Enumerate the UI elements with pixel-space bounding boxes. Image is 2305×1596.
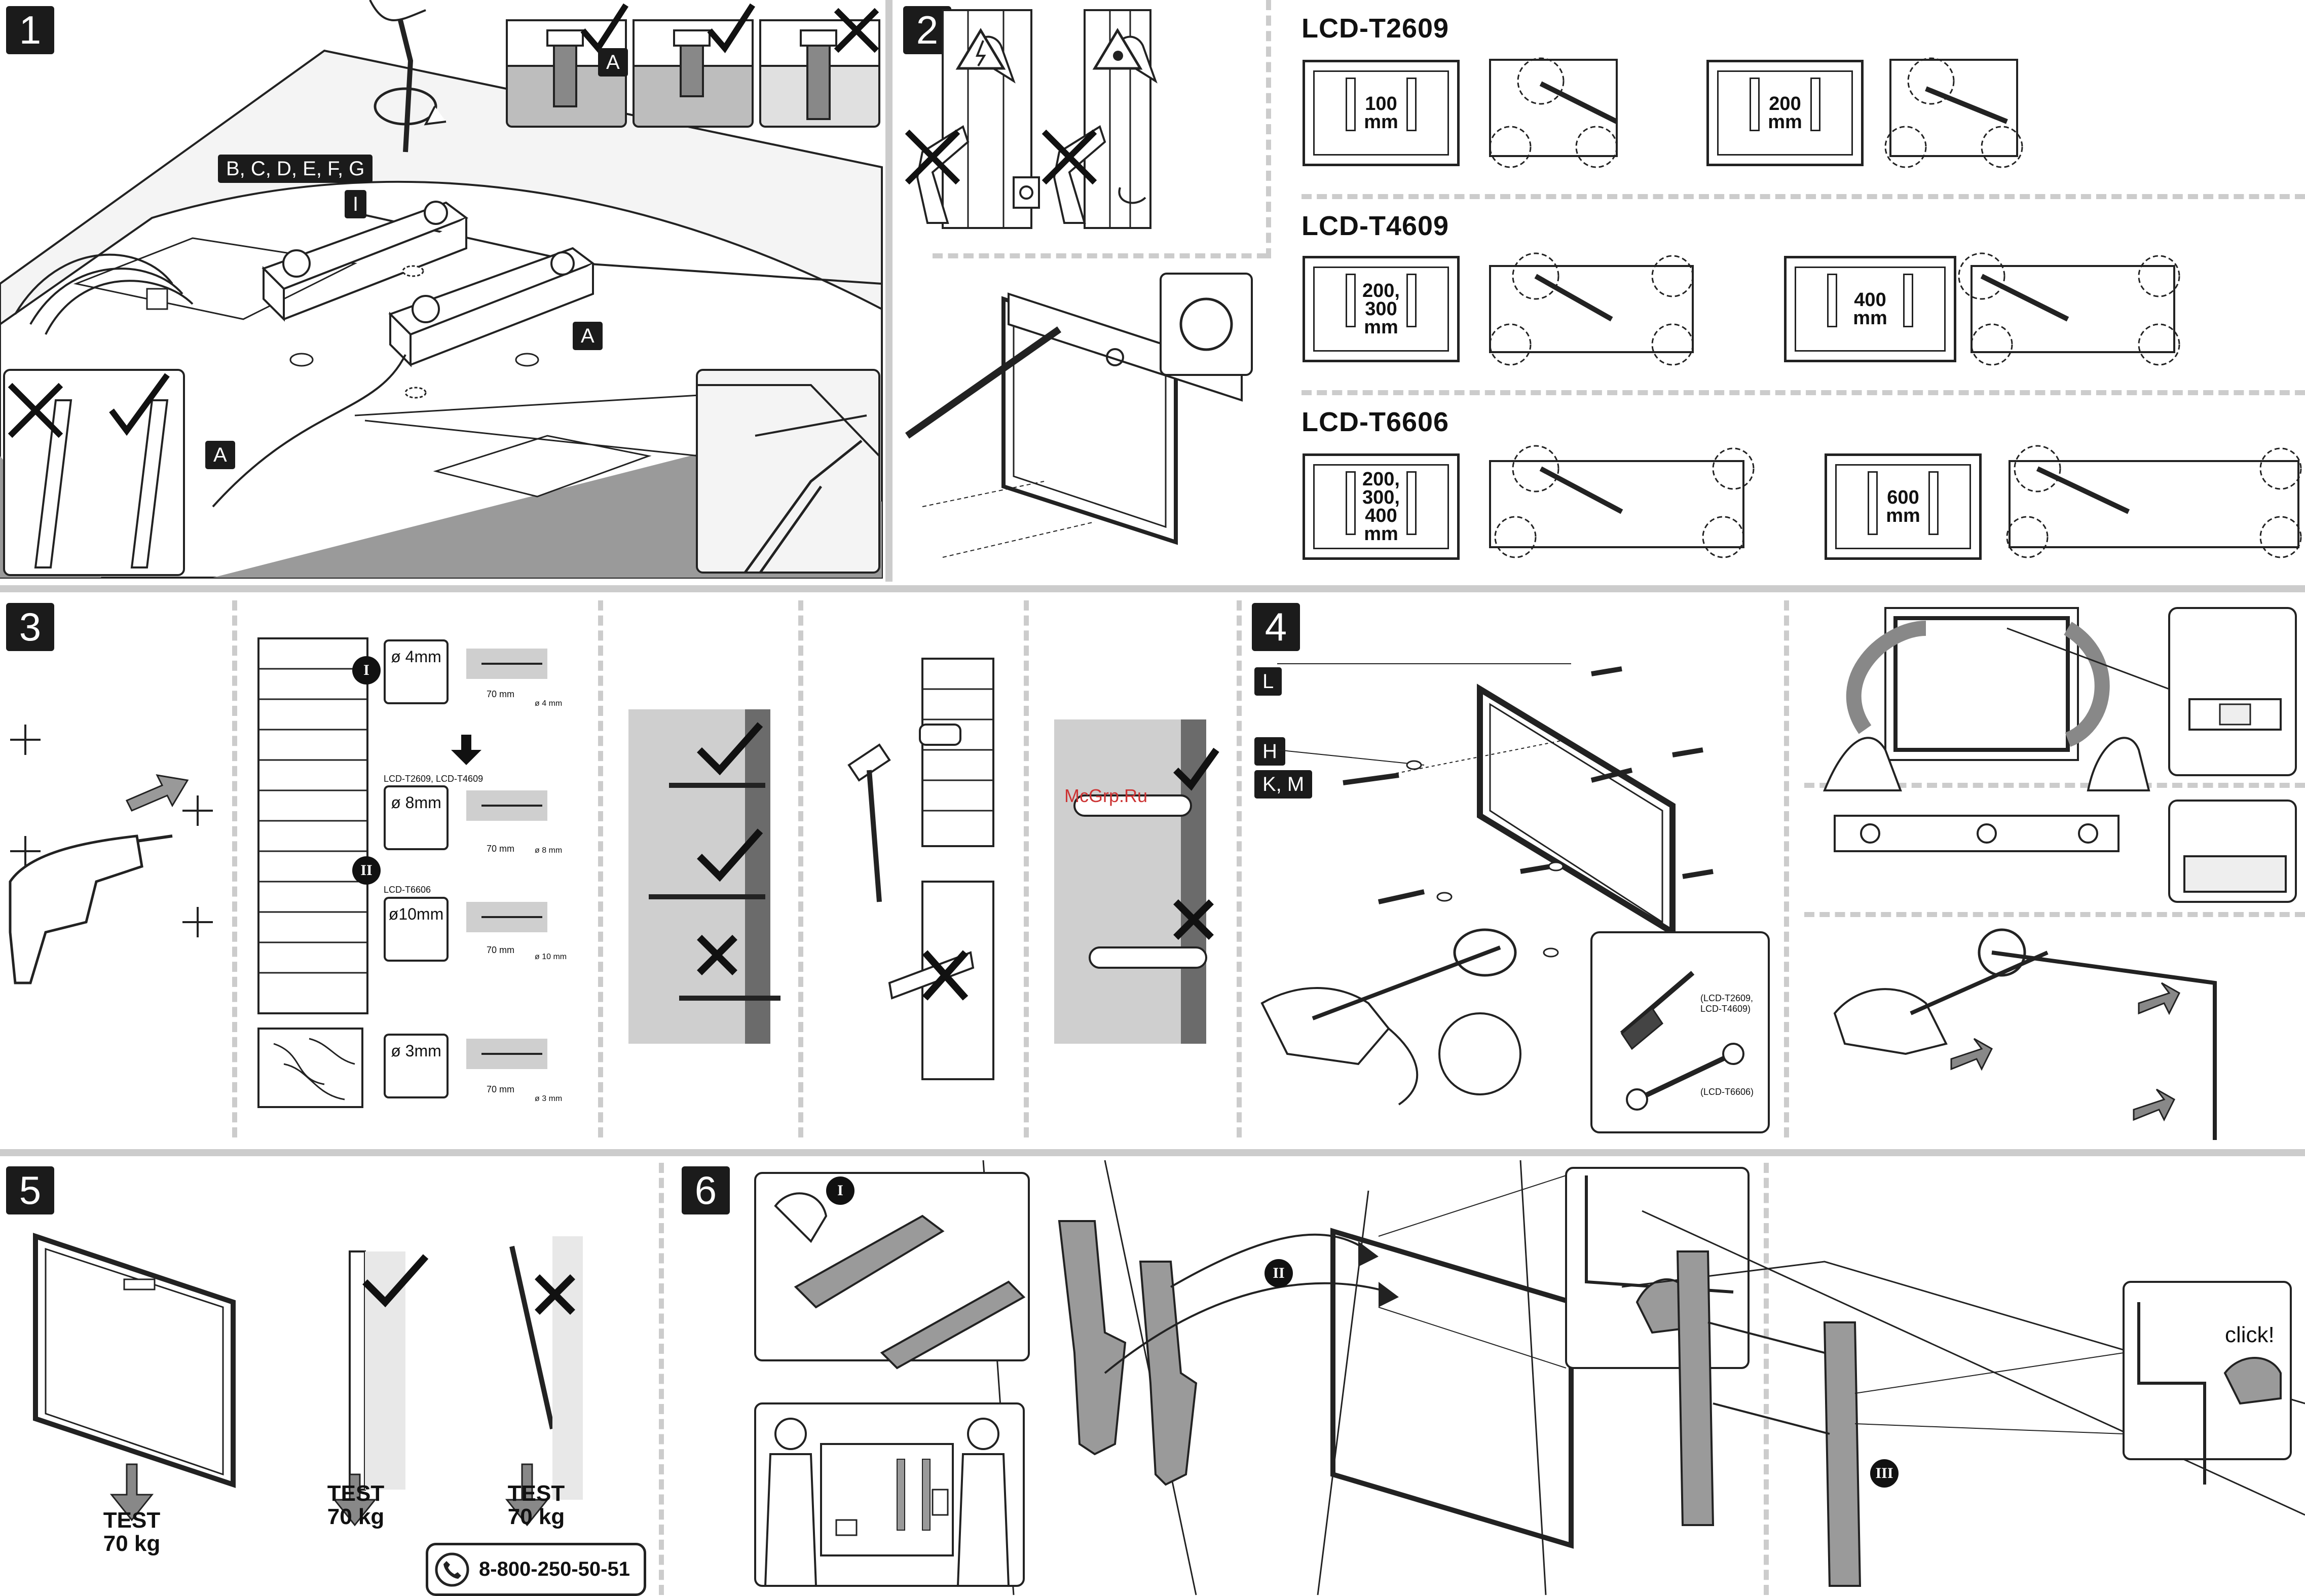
- divider-3-4: [1237, 600, 1242, 1137]
- step6-roman-i: I: [826, 1176, 854, 1205]
- support-phone-number: 8-800-250-50-51: [479, 1558, 630, 1580]
- drill-bit-3mm: ø 3mm: [384, 1034, 449, 1098]
- dia-10: ø 10 mm: [535, 953, 567, 961]
- step-3-badge: 3: [6, 603, 54, 651]
- tag-a-left: A: [205, 441, 235, 469]
- vesa-t6606-a-label: 200, 300, 400 mm: [1362, 469, 1400, 545]
- watermark: McGrp.Ru: [1064, 785, 1148, 806]
- drill-bit-3mm-label: ø 3mm: [391, 1042, 441, 1060]
- dia-8: ø 8 mm: [535, 846, 563, 855]
- divider-3-a: [232, 600, 237, 1137]
- divider-3-b: [598, 600, 603, 1137]
- divider-models-2: [1302, 390, 2305, 395]
- step3-anchor-install: [847, 658, 994, 1080]
- depth-70-b: 70 mm: [487, 844, 515, 854]
- divider-2-inner: [933, 253, 1267, 258]
- vesa-t4609-b: 400 mm: [1784, 256, 1956, 362]
- step3-anchor-in-wall: [1054, 719, 1219, 1044]
- step-6-badge: 6: [682, 1166, 730, 1214]
- divider-6-a: [1764, 1163, 1769, 1595]
- step3-wall-types: [257, 637, 547, 1108]
- divider-2-models: [1266, 0, 1271, 258]
- vesa-t2609-a: 100 mm: [1303, 60, 1460, 166]
- tag-km: K, M: [1254, 770, 1313, 799]
- model-bracket-diagrams: [1489, 57, 2302, 558]
- drill-bit-10mm-label: ø10mm: [388, 905, 444, 923]
- vesa-t6606-b-label: 600 mm: [1886, 487, 1920, 526]
- vesa-t6606-a: 200, 300, 400 mm: [1303, 453, 1460, 560]
- test-label-3: TEST 70 kg: [507, 1481, 565, 1529]
- vesa-t4609-a-label: 200, 300 mm: [1362, 280, 1400, 338]
- drill-bit-4mm-label: ø 4mm: [391, 648, 441, 666]
- step6-roman-iii: III: [1870, 1459, 1899, 1488]
- drill-bit-4mm: ø 4mm: [384, 639, 449, 704]
- tag-i: I: [345, 190, 367, 218]
- vesa-t2609-b-label: 200 mm: [1768, 93, 1802, 133]
- step-1-badge: 1: [6, 6, 54, 54]
- divider-3-c: [798, 600, 803, 1137]
- tag-bcdefg: B, C, D, E, F, G: [218, 155, 373, 183]
- divider-models-1: [1302, 194, 2305, 199]
- drill-bit-8mm: ø 8mm: [384, 785, 449, 850]
- step5-illustration: [33, 1233, 583, 1527]
- tag-l: L: [1254, 667, 1282, 696]
- divider-4-r2: [1804, 912, 2305, 917]
- drill-bit-10mm: ø10mm: [384, 897, 449, 962]
- tool-models-1: (LCD-T2609, LCD-T4609): [1700, 993, 1754, 1014]
- depth-70-a: 70 mm: [487, 689, 515, 699]
- step4-illustration: [1260, 663, 1770, 1133]
- step2-illustration: [905, 9, 1253, 558]
- tool-models-2: (LCD-T6606): [1700, 1087, 1754, 1097]
- divider-row1-row2: [0, 585, 2305, 592]
- tag-h: H: [1254, 737, 1285, 766]
- click-label: click!: [2225, 1322, 2275, 1347]
- drill-8-models: LCD-T2609, LCD-T4609: [384, 774, 484, 784]
- step6-roman-ii: II: [1265, 1259, 1293, 1287]
- drill-10-models: LCD-T6606: [384, 885, 431, 895]
- step3-roman-i: I: [352, 656, 381, 685]
- drill-bit-8mm-label: ø 8mm: [391, 793, 441, 812]
- divider-5-6: [659, 1163, 664, 1595]
- divider-row2-row3: [0, 1149, 2305, 1156]
- vesa-t2609-a-label: 100 mm: [1364, 93, 1398, 133]
- vesa-t2609-b: 200 mm: [1706, 60, 1864, 166]
- tag-a-right: A: [573, 322, 603, 350]
- model-t2609-title: LCD-T2609: [1302, 13, 1449, 44]
- step3-roman-ii: II: [352, 856, 381, 885]
- step-5-badge: 5: [6, 1166, 54, 1214]
- divider-1-2: [885, 0, 893, 582]
- test-label-2: TEST 70 kg: [327, 1481, 385, 1529]
- vesa-t4609-b-label: 400 mm: [1853, 289, 1887, 329]
- depth-70-c: 70 mm: [487, 945, 515, 955]
- step3-drill-illustration: [9, 725, 213, 984]
- depth-70-d: 70 mm: [487, 1084, 515, 1094]
- test-label-1: TEST 70 kg: [103, 1508, 161, 1556]
- step6-illustration: [754, 1160, 2305, 1595]
- vesa-t4609-a: 200, 300 mm: [1303, 256, 1460, 362]
- divider-4-r1: [1804, 783, 2305, 788]
- model-t6606-title: LCD-T6606: [1302, 407, 1449, 437]
- dia-4: ø 4 mm: [535, 699, 563, 708]
- step3-screw-wall: [628, 709, 780, 1044]
- dia-3: ø 3 mm: [535, 1094, 563, 1103]
- vesa-t6606-b: 600 mm: [1825, 453, 1982, 560]
- phone-icon: [435, 1552, 469, 1586]
- model-t4609-title: LCD-T4609: [1302, 211, 1449, 241]
- support-phone-box: 8-800-250-50-51: [426, 1543, 646, 1596]
- tag-a-top: A: [598, 48, 628, 77]
- step-4-badge: 4: [1252, 603, 1300, 651]
- divider-3-d: [1024, 600, 1029, 1137]
- divider-4-right: [1784, 600, 1789, 1137]
- step4-level-illustrations: [1823, 607, 2297, 1140]
